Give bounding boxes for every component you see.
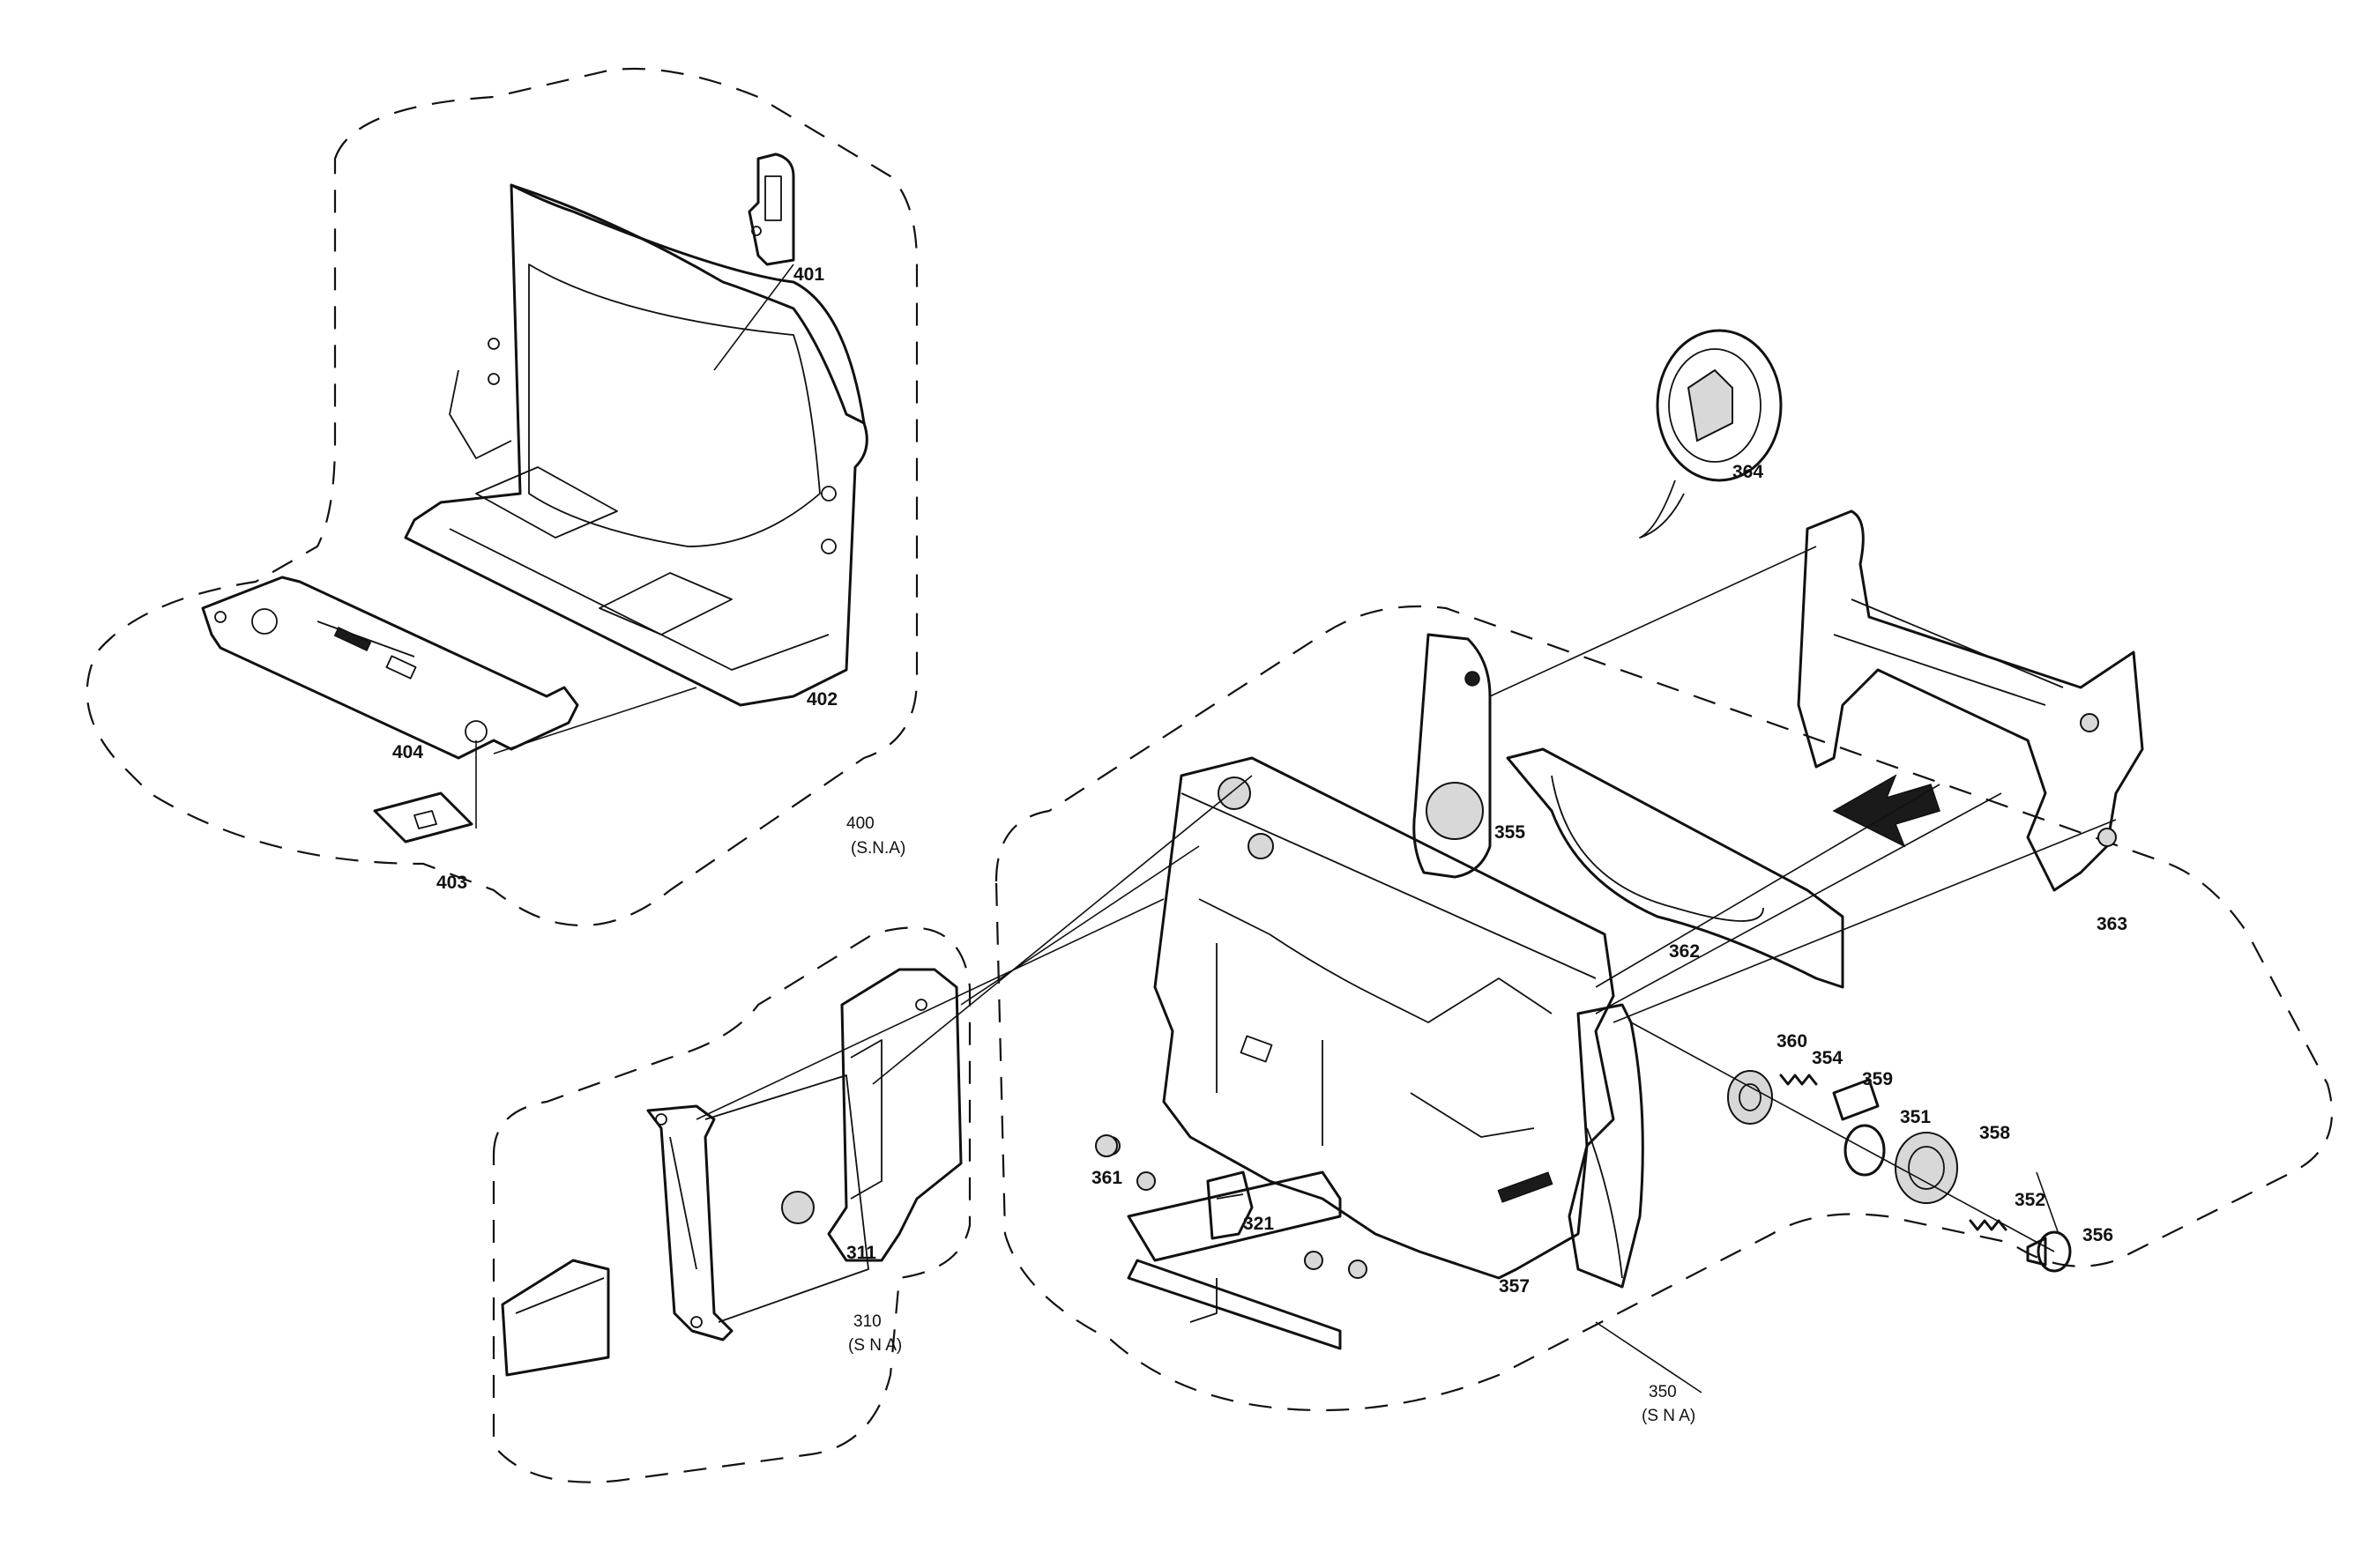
label-357: 357 [1499,1276,1530,1297]
group-400-boundary [86,67,919,927]
part-310-frame [646,1074,869,1341]
part-362-bottom-cover [1506,747,1844,989]
label-401: 401 [793,264,824,285]
part-358-knob [1895,1132,1958,1204]
label-355: 355 [1494,822,1525,843]
label-321: 321 [1243,1214,1274,1234]
label-361: 361 [1091,1168,1122,1188]
label-403: 403 [436,873,467,893]
label-363: 363 [2097,914,2127,934]
label-358: 358 [1979,1123,2010,1143]
label-354: 354 [1812,1048,1843,1068]
label-364: 364 [1732,462,1763,482]
part-354-spring [1779,1074,1818,1086]
label-404: 404 [392,742,423,762]
part-357-panel [1568,1003,1644,1289]
part-364-lens-cap [1639,329,1783,539]
group-350-number: 350 [1649,1383,1677,1401]
group-350-boundary [994,605,2334,1412]
part-363-side-bracket [1797,509,2144,892]
label-360: 360 [1776,1031,1807,1052]
label-352: 352 [2015,1190,2045,1210]
label-351: 351 [1900,1107,1931,1127]
base-plate [1101,1136,1367,1350]
main-chassis-frame [1153,756,1615,1280]
label-356: 356 [2082,1225,2113,1245]
group-400-note: (S.N.A) [851,839,905,858]
label-311: 311 [846,1243,876,1263]
part-360-ring [1727,1070,1773,1125]
part-355-side-plate [1412,633,1492,879]
group-310-number: 310 [853,1312,882,1331]
label-362: 362 [1669,941,1700,962]
part-311-circuit-board [781,968,963,1262]
label-402: 402 [807,689,838,710]
group-310-note: (S N A) [848,1336,902,1355]
flat-cable [501,1259,610,1377]
part-359-clip [1832,1078,1880,1121]
part-361-screw [1095,1134,1118,1157]
part-402-rear-housing [404,183,868,707]
part-321-latch [1206,1170,1254,1240]
group-350-note: (S N A) [1642,1407,1695,1425]
group-400-number: 400 [846,814,875,833]
part-351-c-ring [1843,1124,1886,1177]
label-359: 359 [1862,1069,1893,1089]
part-356-button [2026,1230,2072,1273]
part-403-connector [373,740,477,843]
direction-arrow [1832,774,1940,848]
group-310-boundary [492,926,972,1483]
part-401-bracket [748,152,795,266]
assembly-guide-lines [493,264,2117,1393]
part-404-circuit-board [201,576,579,760]
